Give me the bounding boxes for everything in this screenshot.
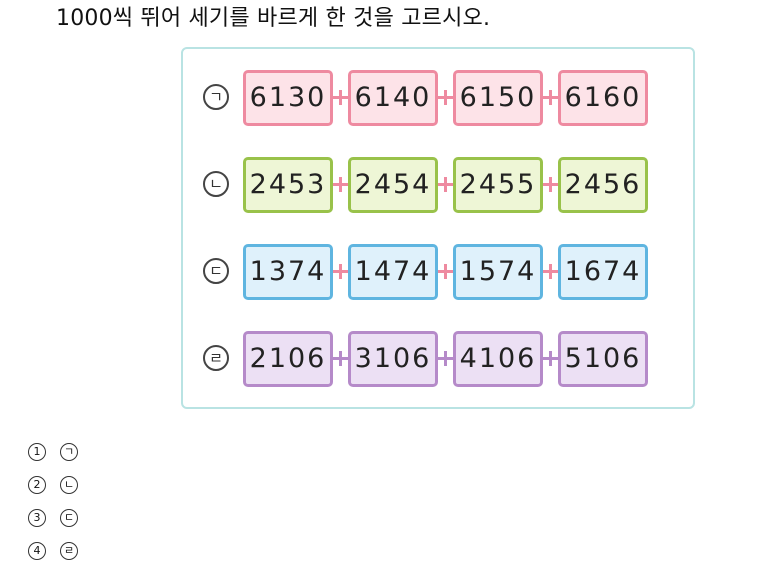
number-box: 1474 [348, 244, 438, 300]
connector [333, 351, 349, 366]
answer-options: 1 ㄱ 2 ㄴ 3 ㄷ 4 ㄹ [28, 441, 78, 573]
number-box: 2455 [453, 157, 543, 213]
number-box: 2106 [243, 331, 333, 387]
connector [438, 351, 454, 366]
sequence-row-3: ㄷ 1374 1474 1574 1674 [183, 244, 693, 302]
connector [333, 264, 349, 279]
sequence-row-2: ㄴ 2453 2454 2455 2456 [183, 157, 693, 215]
connector [438, 264, 454, 279]
connector [438, 90, 454, 105]
connector [543, 177, 559, 192]
answer-option-3[interactable]: 3 ㄷ [28, 507, 78, 540]
answer-option-2[interactable]: 2 ㄴ [28, 474, 78, 507]
option-number: 2 [28, 476, 46, 494]
option-number: 4 [28, 542, 46, 560]
connector [543, 264, 559, 279]
connector [543, 351, 559, 366]
number-box: 5106 [558, 331, 648, 387]
row-marker: ㄱ [203, 84, 229, 110]
number-box: 1674 [558, 244, 648, 300]
option-marker: ㄴ [60, 476, 78, 494]
sequence-row-4: ㄹ 2106 3106 4106 5106 [183, 331, 693, 389]
number-box: 6150 [453, 70, 543, 126]
answer-option-4[interactable]: 4 ㄹ [28, 540, 78, 573]
sequence-panel: ㄱ 6130 6140 6150 6160 ㄴ 2453 2454 2455 2… [181, 47, 695, 409]
option-number: 1 [28, 443, 46, 461]
number-box: 2454 [348, 157, 438, 213]
number-box: 3106 [348, 331, 438, 387]
option-marker: ㄹ [60, 542, 78, 560]
number-box: 1574 [453, 244, 543, 300]
connector [543, 90, 559, 105]
question-text: 1000씩 뛰어 세기를 바르게 한 것을 고르시오. [56, 6, 491, 31]
sequence-row-1: ㄱ 6130 6140 6150 6160 [183, 70, 693, 128]
number-box: 2456 [558, 157, 648, 213]
connector [333, 90, 349, 105]
number-box: 4106 [453, 331, 543, 387]
row-marker: ㄹ [203, 345, 229, 371]
number-box: 1374 [243, 244, 333, 300]
number-box: 2453 [243, 157, 333, 213]
answer-option-1[interactable]: 1 ㄱ [28, 441, 78, 474]
connector [438, 177, 454, 192]
number-box: 6160 [558, 70, 648, 126]
option-marker: ㄷ [60, 509, 78, 527]
option-number: 3 [28, 509, 46, 527]
option-marker: ㄱ [60, 443, 78, 461]
row-marker: ㄷ [203, 258, 229, 284]
number-box: 6140 [348, 70, 438, 126]
number-box: 6130 [243, 70, 333, 126]
row-marker: ㄴ [203, 171, 229, 197]
connector [333, 177, 349, 192]
